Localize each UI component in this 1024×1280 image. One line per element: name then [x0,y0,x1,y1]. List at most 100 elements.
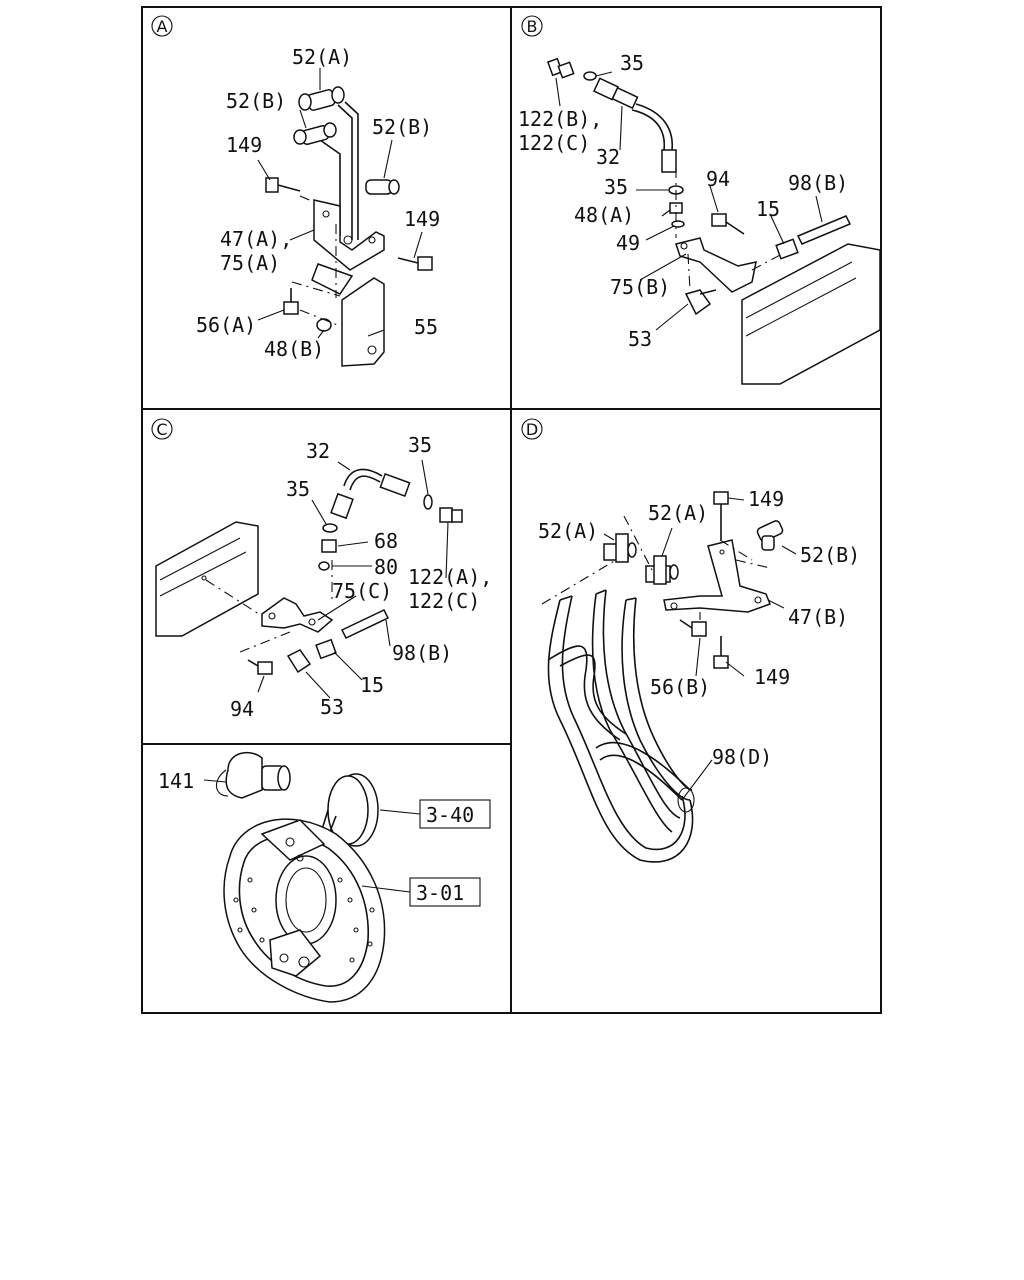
label-c-98b: 98(B) [392,641,452,665]
washer-35-left [322,523,338,533]
label-48b: 48(B) [264,337,324,361]
nut-48b [316,318,332,332]
valve-141 [215,751,291,799]
bolt-56a [283,288,299,315]
label-d-47b: 47(B) [788,605,848,629]
label-32: 32 [596,145,620,169]
fitting-15 [775,238,799,260]
label-d-52b: 52(B) [800,543,860,567]
panel-b-marker-circle [521,15,543,37]
clip-49 [671,220,685,228]
label-e-141: 141 [158,769,194,793]
label-c-68: 68 [374,529,398,553]
panel-a-pipe-2 [344,101,359,240]
label-52b-right: 52(B) [372,115,432,139]
panel-b-marker: B [527,17,538,36]
label-94: 94 [706,167,730,191]
clip-80 [318,561,330,571]
panel-e: 3-40 3-01 141 [158,751,491,1003]
label-35-top: 35 [620,51,644,75]
label-75b: 75(B) [610,275,670,299]
elbow-53-c [286,649,312,674]
frame-rail-b [741,243,881,385]
panel-c: C [151,418,492,721]
label-c-122c: 122(C) [408,589,480,613]
label-48a: 48(A) [574,203,634,227]
label-c-122a: 122(A), [408,565,492,589]
bracket-75b [675,237,757,293]
label-52b-left: 52(B) [226,89,286,113]
panel-a-marker: A [157,17,168,36]
tee-fitting-52a-d-right [645,555,679,585]
bolt-149-d-top [713,491,729,540]
union-122b [546,57,575,79]
nut-68 [321,539,337,553]
label-56a: 56(A) [196,313,256,337]
fitting-15-c [315,638,337,660]
label-149-top: 149 [226,133,262,157]
washer-35-top [583,71,597,81]
bracket-75c [261,597,334,633]
washer-35-right [423,494,433,510]
tee-fitting-52a-d-left [603,533,637,563]
label-49: 49 [616,231,640,255]
label-55: 55 [414,315,438,339]
label-75a: 75(A) [220,251,280,275]
label-c-75c: 75(C) [332,579,392,603]
label-98b: 98(B) [788,171,848,195]
panel-a-marker-circle [151,15,173,37]
label-d-52a-left: 52(A) [538,519,598,543]
tee-fitting-52b-left [293,122,337,145]
hose-32 [592,77,677,173]
nut-48a [669,202,683,214]
label-c-53: 53 [320,695,344,719]
panel-d: D [521,418,860,863]
label-52a: 52(A) [292,45,352,69]
label-47a: 47(A), [220,227,292,251]
panel-c-marker: C [156,420,167,439]
panel-b: B [518,15,881,385]
bracket-47a [313,199,385,271]
hose-bundle-98d [547,589,695,863]
label-53: 53 [628,327,652,351]
label-d-98d: 98(D) [712,745,772,769]
panel-a: A [151,15,440,367]
label-122c: 122(C) [518,131,590,155]
bolt-149-top [265,177,301,193]
bolt-149-right [397,256,433,271]
label-c-32: 32 [306,439,330,463]
pipe-98b [796,215,852,245]
label-c-94: 94 [230,697,254,721]
bracket-47b [663,539,771,613]
hose-32-c [330,468,411,520]
label-c-15: 15 [360,673,384,697]
label-35-mid: 35 [604,175,628,199]
label-c-80: 80 [374,555,398,579]
label-c-35-left: 35 [286,477,310,501]
label-d-52a-right: 52(A) [648,501,708,525]
plate-75a [311,263,354,295]
union-122a [439,507,463,523]
brake-chamber [319,773,379,847]
panel-a-pipe-1 [337,104,353,240]
pipe-98b-c [340,609,390,639]
label-ref-3-01[interactable]: 3-01 [416,881,464,905]
label-d-56b: 56(B) [650,675,710,699]
bolt-149-d-bottom [713,636,729,669]
label-122b: 122(B), [518,107,602,131]
plate-55 [341,277,385,367]
elbow-fitting-52b-right [365,179,400,195]
panel-d-marker: D [526,420,538,439]
tee-fitting-52a [298,86,345,111]
elbow-fitting-52b-d [756,520,784,551]
bolt-56b [679,619,707,637]
label-d-149-top: 149 [748,487,784,511]
label-d-149-bottom: 149 [754,665,790,689]
frame-rail-c [155,521,259,637]
label-15: 15 [756,197,780,221]
label-c-35-right: 35 [408,433,432,457]
panel-c-marker-circle [151,418,173,440]
label-ref-3-40[interactable]: 3-40 [426,803,474,827]
brake-shoe-assembly [223,818,386,1003]
